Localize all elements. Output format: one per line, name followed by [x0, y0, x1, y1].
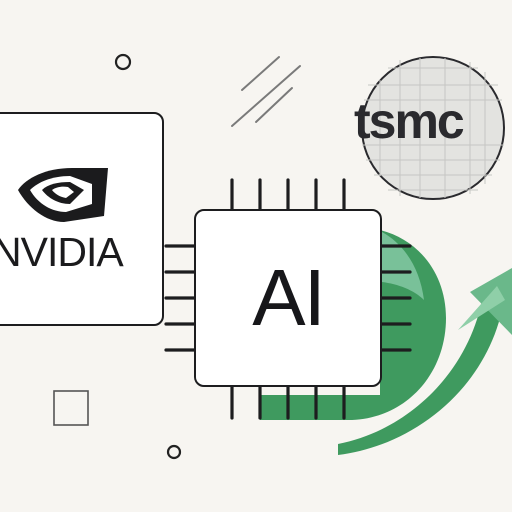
green-circle-backdrop — [260, 230, 446, 420]
upward-arrow-icon — [338, 268, 512, 455]
nvidia-eye-icon — [18, 168, 108, 222]
tsmc-wordmark: tsmc — [354, 93, 465, 149]
ai-chip-icon — [194, 209, 382, 387]
nvidia-wordmark: NVIDIA — [0, 229, 124, 275]
tsmc-logo-badge — [361, 56, 505, 200]
chip-label: AI — [252, 253, 326, 342]
decor-ring-bottom — [166, 444, 182, 460]
decor-hatch-lines — [231, 56, 301, 127]
chip-pins — [164, 178, 412, 420]
decor-ring-top — [114, 53, 132, 71]
decor-square — [53, 390, 89, 426]
